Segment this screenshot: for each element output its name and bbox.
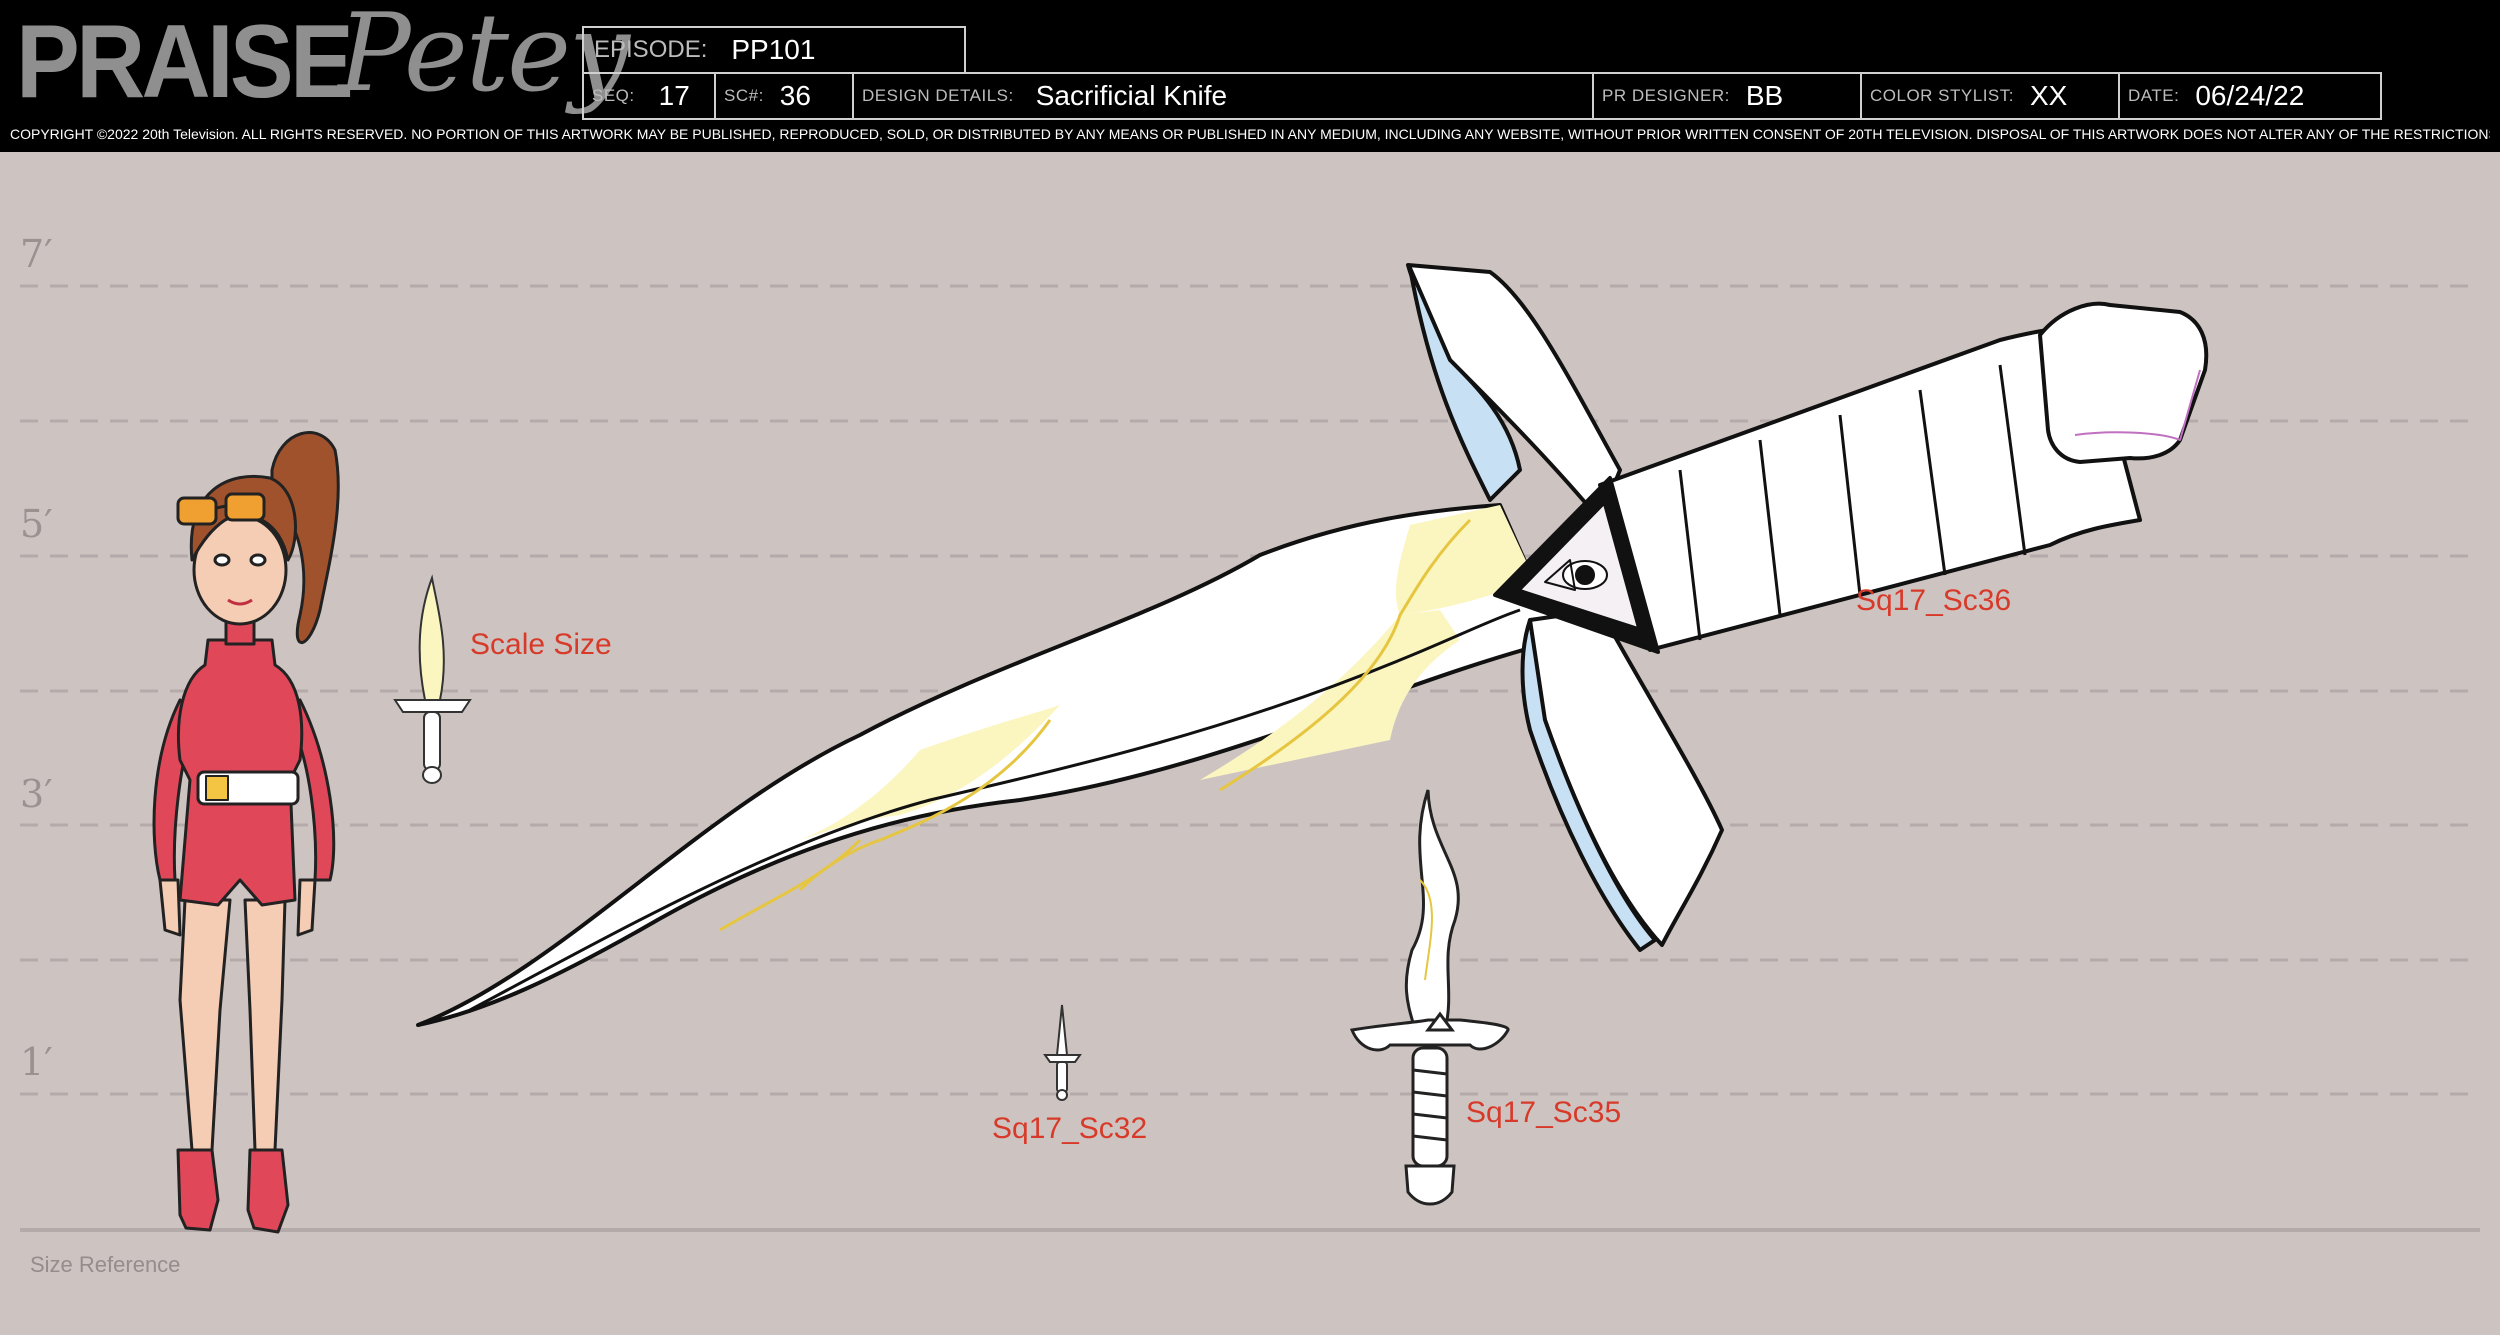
scene-value: 36 xyxy=(779,80,811,111)
sc35-label: Sq17_Sc35 xyxy=(1466,1096,1622,1129)
scale-size-label: Scale Size xyxy=(470,628,612,661)
sc32-label: Sq17_Sc32 xyxy=(992,1112,1148,1145)
color-stylist-field: COLOR STYLIST: XX xyxy=(1860,72,2120,120)
logo-petey: Petey xyxy=(338,0,630,116)
color-stylist-value: XX xyxy=(2029,80,2068,111)
ruler-label-5ft: 5′ xyxy=(20,502,53,546)
scene-label: SC#: xyxy=(724,86,764,105)
designer-label: PR DESIGNER: xyxy=(1602,86,1730,105)
design-details-value: Sacrificial Knife xyxy=(1035,80,1228,111)
size-reference-character xyxy=(152,431,340,1234)
logo-praise: PRAISE xyxy=(16,4,354,120)
seq-field: SEQ: 17 xyxy=(582,72,716,120)
scale-size-dagger xyxy=(393,574,472,784)
design-details-label: DESIGN DETAILS: xyxy=(862,86,1014,105)
sc35-dagger xyxy=(1349,789,1510,1206)
copyright-notice: COPYRIGHT ©2022 20th Television. ALL RIG… xyxy=(10,126,2490,142)
header-bar: PRAISE Petey EPISODE: PP101 SEQ: 17 SC#:… xyxy=(0,0,2500,152)
ruler-label-1ft: 1′ xyxy=(20,1040,53,1084)
ruler-label-3ft: 3′ xyxy=(20,772,53,816)
height-ruler-lines xyxy=(20,284,2480,1096)
designer-value: BB xyxy=(1745,80,1784,111)
date-label: DATE: xyxy=(2128,86,2180,105)
sacrificial-knife-sc36 xyxy=(416,263,2209,1027)
seq-label: SEQ: xyxy=(592,86,635,105)
design-details-field: DESIGN DETAILS: Sacrificial Knife xyxy=(852,72,1594,120)
episode-field: EPISODE: PP101 xyxy=(582,26,966,74)
sc32-dagger xyxy=(1043,1004,1082,1101)
color-stylist-label: COLOR STYLIST: xyxy=(1870,86,2014,105)
size-reference-label: Size Reference xyxy=(30,1252,181,1277)
episode-label: EPISODE: xyxy=(594,36,708,63)
artboard: 7′ 5′ 3′ 1′ Scale Size Sq17_Sc32 Sq17_Sc… xyxy=(0,152,2500,1335)
date-field: DATE: 06/24/22 xyxy=(2118,72,2382,120)
ruler-label-7ft: 7′ xyxy=(20,232,53,276)
sc36-label: Sq17_Sc36 xyxy=(1856,584,2012,617)
designer-field: PR DESIGNER: BB xyxy=(1592,72,1862,120)
date-value: 06/24/22 xyxy=(2195,80,2305,111)
artwork-svg xyxy=(20,263,2480,1234)
scene-field: SC#: 36 xyxy=(714,72,854,120)
seq-value: 17 xyxy=(658,80,690,111)
episode-value: PP101 xyxy=(731,34,816,65)
